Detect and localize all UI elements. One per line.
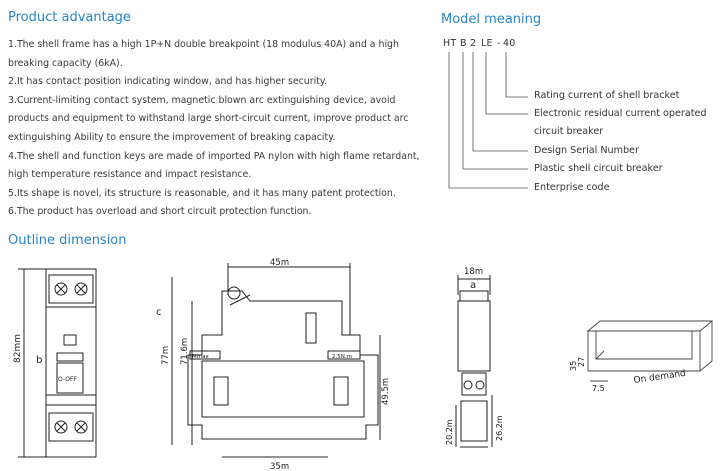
side-height-1: 77m (161, 346, 171, 365)
advantage-line: extinguishing Ability to ensure the impr… (8, 131, 336, 143)
side-height-2: 71.6m (180, 338, 190, 365)
advantage-line: 1.The shell frame has a high 1P+N double… (8, 39, 399, 50)
side-torque-left: Mmax (192, 354, 209, 360)
rail-height-1: 35 (569, 361, 578, 371)
rail-height-2: 27 (577, 357, 586, 367)
rail-width: 7.5 (592, 384, 605, 393)
din-rail-drawing: 35 27 7.5 On demand (569, 320, 714, 393)
side-torque-right: 2.5N.m (332, 354, 352, 360)
side-bottom-width: 35m (270, 462, 289, 471)
advantage-line: 3.Current-limiting contact system, magne… (8, 94, 396, 106)
narrow-view-drawing: 18m a 20.2m 26.2m (445, 267, 504, 448)
model-code-le: LE (481, 38, 493, 49)
narrow-height-2: 26.2m (495, 415, 504, 441)
narrow-width-letter: a (470, 280, 476, 291)
model-code-ht: HT (443, 38, 457, 49)
advantage-line: products and equipment to withstand larg… (8, 113, 409, 125)
advantage-list: 1.The shell frame has a high 1P+N double… (8, 36, 428, 222)
narrow-width: 18m (464, 267, 483, 277)
advantage-line: high temperature resistance and impact r… (8, 169, 252, 181)
front-view-drawing: O-OFF 82mm b (13, 268, 97, 458)
model-code-b: B (460, 38, 467, 49)
advantage-line: 6.The product has overload and short cir… (8, 206, 312, 218)
model-label-rating: Rating current of shell bracket (534, 90, 680, 101)
front-width-letter: b (36, 355, 42, 366)
side-left-letter: c (156, 307, 162, 318)
model-label-rcbo-2: circuit breaker (534, 126, 604, 137)
side-height-3: 49.5m (381, 378, 390, 405)
advantage-line: breaking capacity (6kA). (8, 57, 123, 69)
outline-dimension-title: Outline dimension (8, 233, 127, 248)
front-height-label: 82mm (13, 334, 23, 363)
model-code-dash: - (497, 38, 501, 49)
narrow-height-1: 20.2m (445, 419, 454, 445)
advantage-line: 5.Its shape is novel, its structure is r… (8, 187, 396, 199)
model-code-40: 40 (503, 38, 516, 49)
side-view-drawing: 45m 35m c 77m 71.6m 49.5m Mmax 2.5N.m (156, 258, 390, 471)
front-switch-label: O-OFF (58, 376, 77, 383)
advantage-line: 4.The shell and function keys are made o… (8, 150, 420, 162)
advantage-line: 2.It has contact position indicating win… (8, 76, 328, 88)
side-top-width: 45m (270, 258, 289, 268)
model-label-rcbo: Electronic residual current operated (534, 108, 707, 119)
product-advantage-title: Product advantage (8, 10, 131, 25)
model-label-design: Design Serial Number (534, 145, 639, 156)
model-label-enterprise: Enterprise code (534, 182, 610, 193)
model-code-2: 2 (470, 38, 477, 49)
model-label-plastic: Plastic shell circuit breaker (534, 163, 663, 174)
model-meaning-title: Model meaning (441, 12, 542, 27)
